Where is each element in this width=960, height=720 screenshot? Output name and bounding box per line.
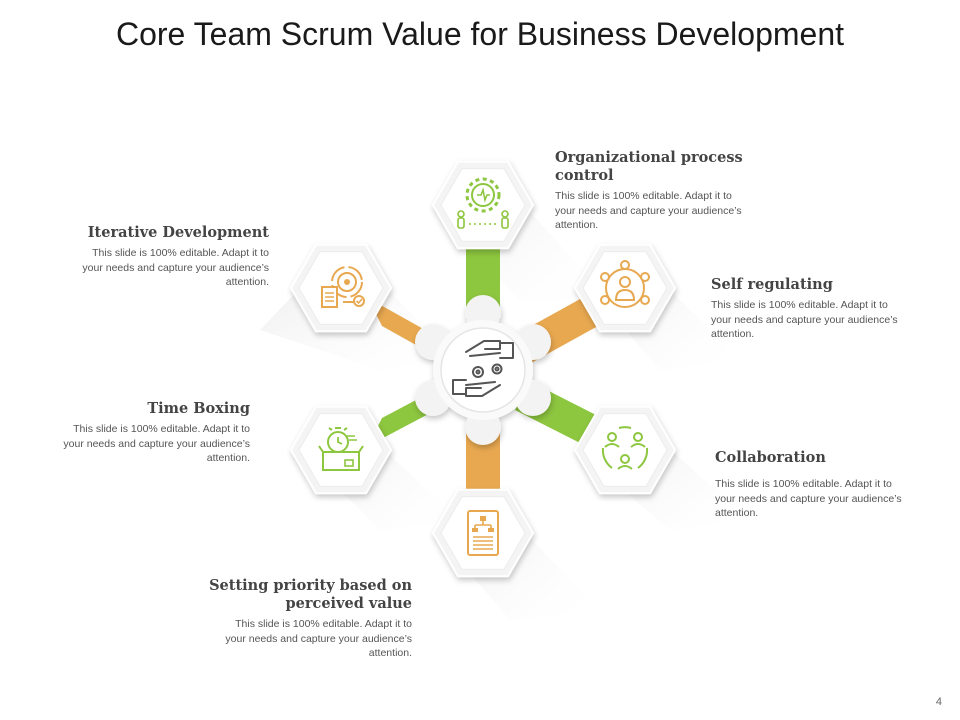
label-title: Organizational process control [555, 149, 743, 184]
page-number: 4 [935, 696, 942, 708]
label-title: Setting priority based on perceived valu… [209, 577, 412, 612]
label-title: Iterative Development [87, 224, 269, 241]
label-body: This slide is 100% editable. Adapt it to… [715, 478, 902, 519]
label-body: This slide is 100% editable. Adapt it to… [555, 190, 742, 231]
hexagon-inner [440, 496, 526, 570]
clock-box-icon [318, 427, 364, 471]
slide-title: Core Team Scrum Value for Business Devel… [115, 16, 845, 52]
label-time-boxing: Time Boxing This slide is 100% editable.… [35, 400, 250, 466]
team-cycle-icon [601, 426, 649, 470]
label-self-regulating: Self regulating This slide is 100% edita… [711, 276, 926, 342]
hexagon-inner [582, 413, 668, 487]
hexagon-node [574, 243, 676, 333]
hexagon-node [290, 243, 392, 333]
document-hierarchy-icon [467, 510, 499, 556]
label-iterative-development: Iterative Development This slide is 100%… [54, 224, 269, 290]
hexagon-node [574, 405, 676, 495]
label-body: This slide is 100% editable. Adapt it to… [711, 299, 898, 340]
label-title: Collaboration [715, 449, 826, 466]
hexagon-node [432, 160, 534, 250]
label-body: This slide is 100% editable. Adapt it to… [225, 618, 412, 659]
label-title: Time Boxing [147, 400, 250, 417]
hexagon-inner [298, 413, 384, 487]
gear-people-icon [457, 177, 509, 229]
hands-gears-icon [452, 340, 514, 397]
label-organizational-process-control: Organizational process control This slid… [555, 149, 770, 233]
person-network-icon [600, 260, 650, 308]
target-document-icon [321, 266, 365, 308]
hexagon-nodes [290, 160, 676, 578]
label-body: This slide is 100% editable. Adapt it to… [63, 423, 250, 464]
hexagon-node [290, 405, 392, 495]
label-body: This slide is 100% editable. Adapt it to… [82, 247, 269, 288]
label-setting-priority: Setting priority based on perceived valu… [197, 577, 412, 661]
hexagon-node [432, 488, 534, 578]
label-collaboration: Collaboration This slide is 100% editabl… [715, 449, 930, 521]
label-title: Self regulating [711, 276, 833, 293]
